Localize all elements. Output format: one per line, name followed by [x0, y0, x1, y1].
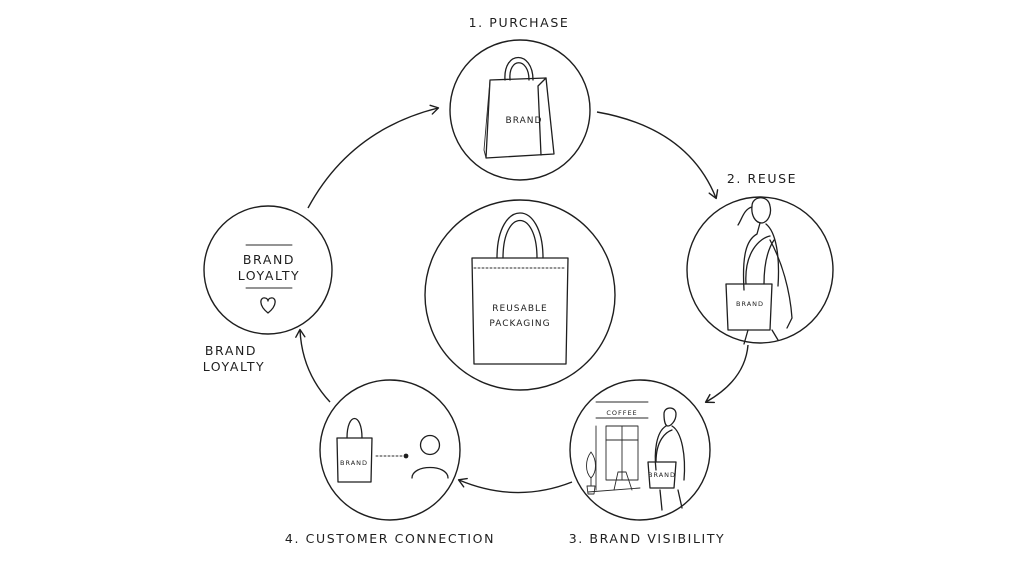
street-scene-icon [586, 401, 686, 511]
arrow-connection-to-loyalty [295, 328, 331, 403]
center-label-line2: PACKAGING [489, 319, 550, 329]
purchase-bag-brand: BRAND [506, 116, 543, 126]
center-node: REUSABLE PACKAGING [424, 199, 616, 391]
tote-to-person-icon [336, 418, 449, 483]
cycle-arrows [295, 104, 749, 494]
step-purchase-label: 1. PURCHASE [469, 15, 570, 30]
step-visibility-label: 3. BRAND VISIBILITY [569, 531, 726, 546]
connection-bag-brand: BRAND [340, 459, 368, 467]
reuse-bag-brand: BRAND [736, 300, 764, 308]
visibility-sign-text: COFFEE [606, 409, 637, 417]
person-with-tote-icon [725, 197, 793, 345]
step-visibility-node: 3. BRAND VISIBILITY [569, 379, 726, 546]
step-loyalty-label-line2: LOYALTY [203, 359, 266, 374]
step-loyalty-node: BRAND LOYALTY [203, 205, 333, 335]
shopping-bag-icon [483, 56, 555, 159]
step-connection-node: 4. CUSTOMER CONNECTION BRAND [285, 379, 495, 546]
arrow-purchase-to-reuse [596, 111, 719, 200]
step-connection-label: 4. CUSTOMER CONNECTION [285, 531, 495, 546]
arrow-reuse-to-visibility [704, 344, 749, 404]
center-label-line1: REUSABLE [492, 304, 547, 314]
arrow-visibility-to-connection [457, 477, 573, 494]
loyalty-inner-line1: BRAND [243, 252, 295, 267]
step-reuse-node: 2. REUSE BRAND [686, 171, 834, 345]
step-purchase-node: 1. PURCHASE BRAND [449, 15, 591, 181]
loyalty-inner-line2: LOYALTY [238, 268, 301, 283]
heart-icon [260, 297, 276, 314]
step-loyalty-label-line1: BRAND [205, 343, 257, 358]
visibility-bag-brand: BRAND [648, 471, 676, 479]
tote-bag-icon [471, 212, 569, 365]
arrow-loyalty-to-purchase [307, 104, 440, 209]
step-reuse-label: 2. REUSE [727, 171, 797, 186]
